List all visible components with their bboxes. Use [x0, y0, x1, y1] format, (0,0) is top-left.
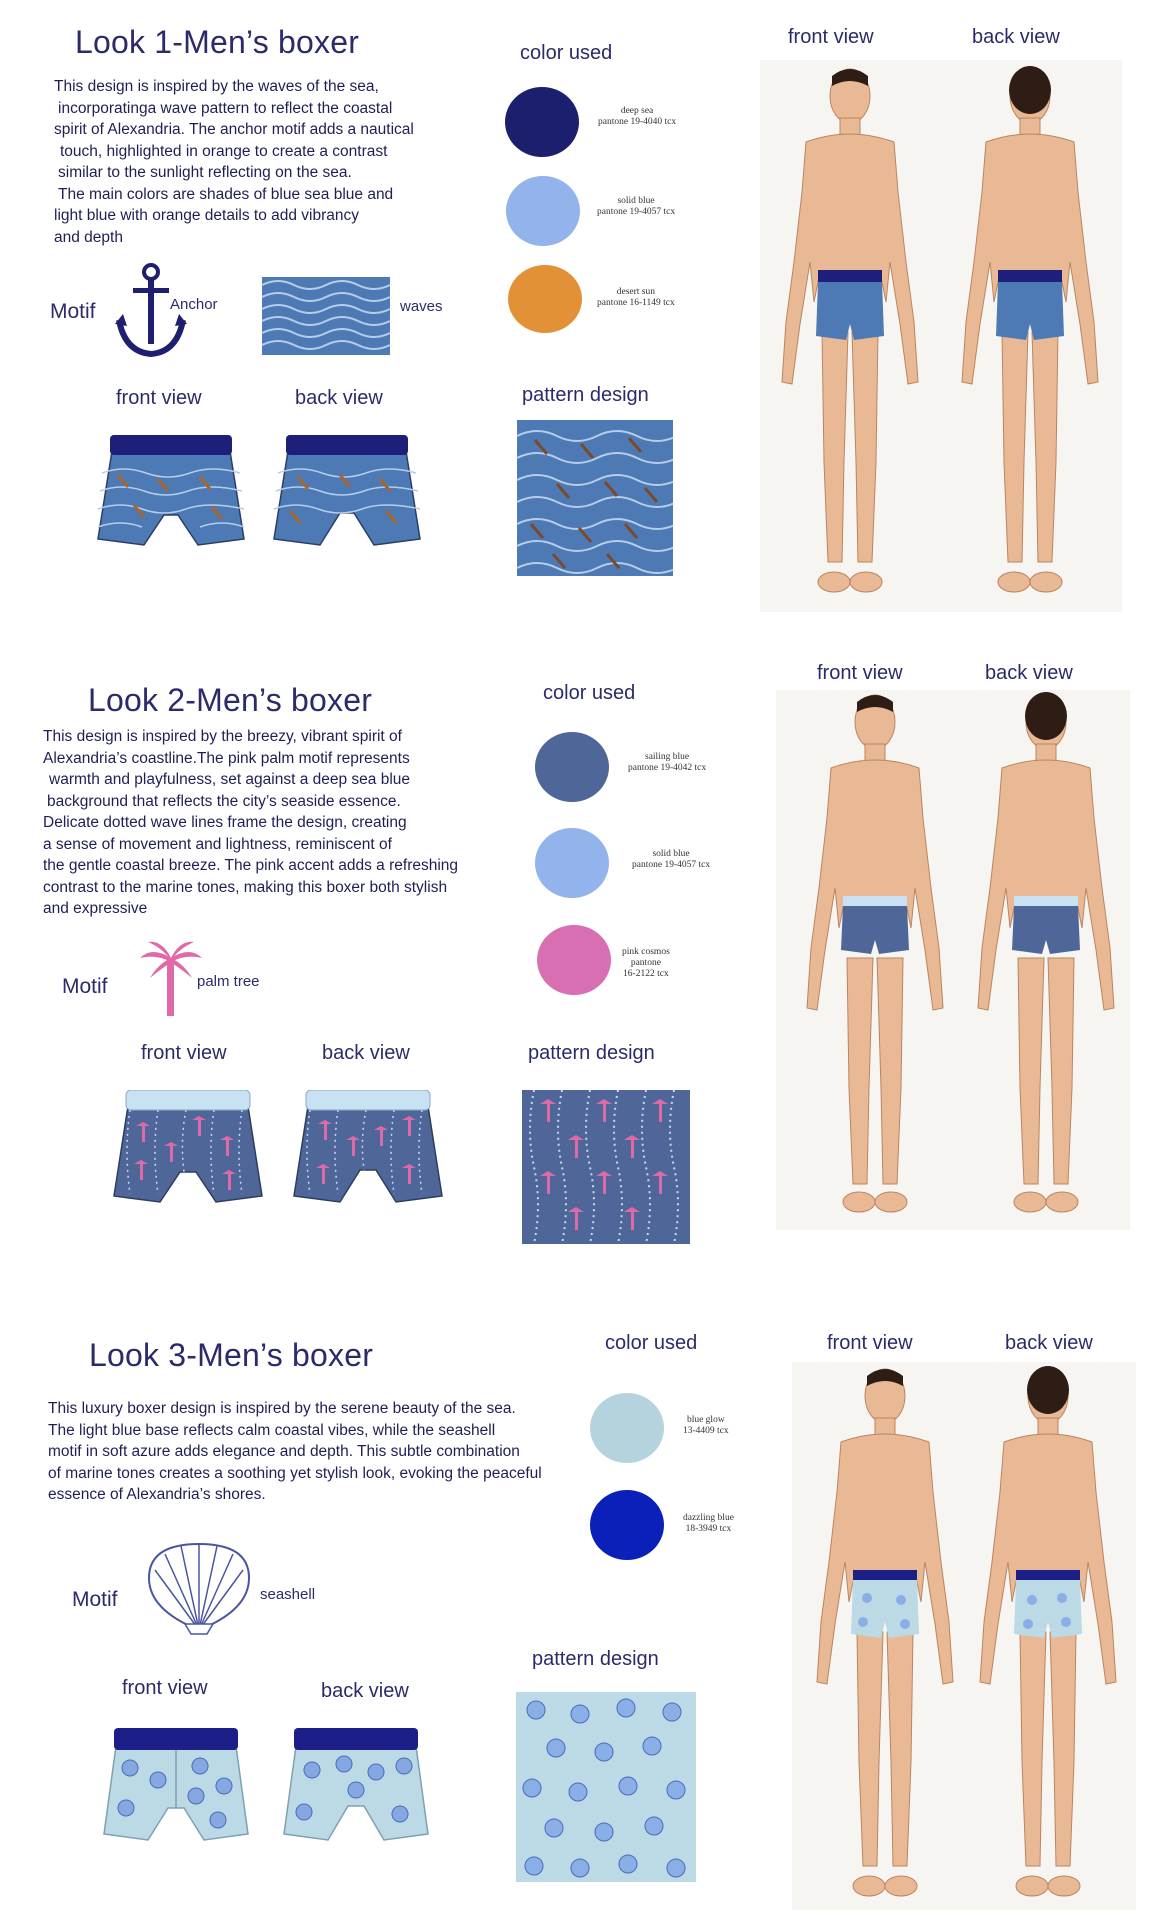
look3-boxer-front	[100, 1728, 252, 1846]
desc-line: light blue with orange details to add vi…	[54, 207, 360, 224]
look1-front-view-label: front view	[116, 387, 202, 409]
look3-title: Look 3-Men’s boxer	[89, 1337, 374, 1373]
desc-line: incorporatinga wave pattern to reflect t…	[58, 99, 393, 117]
look1-boxer-back	[270, 435, 424, 550]
desc-line: of marine tones creates a soothing yet s…	[48, 1464, 542, 1482]
look1-color-used-label: color used	[520, 42, 613, 64]
look1-motif-name: Anchor	[170, 296, 218, 313]
color-swatch	[590, 1490, 664, 1560]
desc-line: background that reflects the city’s seas…	[47, 792, 401, 810]
desc-line: This design is inspired by the waves of …	[54, 78, 379, 95]
look1-model-front	[770, 62, 930, 610]
color-swatch	[508, 265, 582, 333]
look2-model-back	[966, 688, 1126, 1228]
waves-swatch	[262, 277, 390, 355]
color-swatch	[506, 176, 580, 246]
desc-line: and depth	[54, 228, 123, 246]
look3-description: This luxury boxer design is inspired by …	[48, 1398, 588, 1506]
color-swatch	[535, 828, 609, 898]
desc-line: the gentle coastal breeze. The pink acce…	[43, 857, 459, 874]
look2-pattern-swatch	[522, 1090, 690, 1244]
look1-pattern-swatch	[517, 420, 673, 576]
desc-line: spirit of Alexandria. The anchor motif a…	[54, 121, 414, 138]
look1-pattern-design-label: pattern design	[522, 384, 649, 406]
desc-line: This luxury boxer design is inspired by …	[48, 1400, 516, 1417]
look1-model-back	[950, 62, 1110, 610]
look3-motif-label: Motif	[72, 1588, 118, 1611]
look3-boxer-back	[280, 1728, 432, 1846]
desc-line: and expressive	[43, 900, 148, 917]
desc-line: Delicate dotted wave lines frame the des…	[43, 814, 407, 831]
look3-figure-back-label: back view	[1005, 1332, 1093, 1354]
look3-back-view-label: back view	[321, 1680, 409, 1702]
anchor-icon	[115, 262, 187, 360]
look1-figure-front-label: front view	[788, 26, 874, 48]
desc-line: motif in soft azure adds elegance and de…	[48, 1443, 520, 1460]
look2-figure-front-label: front view	[817, 662, 903, 684]
look2-motif-name: palm tree	[197, 973, 260, 990]
color-swatch	[590, 1393, 664, 1463]
color-swatch	[505, 87, 579, 157]
look2-description: This design is inspired by the breezy, v…	[43, 726, 503, 920]
look3-model-front	[805, 1362, 965, 1910]
look1-figure-back-label: back view	[972, 26, 1060, 48]
look3-model-back	[968, 1362, 1128, 1910]
desc-line: a sense of movement and lightness, remin…	[43, 835, 392, 853]
look2-figure-back-label: back view	[985, 662, 1073, 684]
look1-pattern-element-label: waves	[400, 298, 443, 315]
color-swatch	[537, 925, 611, 995]
look2-pattern-design-label: pattern design	[528, 1042, 655, 1064]
look2-back-view-label: back view	[322, 1042, 410, 1064]
look1-title: Look 1-Men’s boxer	[75, 24, 360, 60]
desc-line: This design is inspired by the breezy, v…	[43, 728, 402, 745]
look2-model-front	[795, 688, 955, 1228]
desc-line: essence of Alexandria’s shores.	[48, 1486, 266, 1503]
look1-boxer-front	[94, 435, 248, 550]
look3-pattern-design-label: pattern design	[532, 1648, 659, 1670]
palm-tree-icon	[138, 940, 204, 1016]
desc-line: The main colors are shades of blue sea b…	[58, 185, 394, 203]
color-swatch-label: pink cosmos pantone 16-2122 tcx	[622, 947, 670, 979]
look2-boxer-back	[290, 1090, 446, 1208]
look3-color-used-label: color used	[605, 1332, 698, 1354]
look1-back-view-label: back view	[295, 387, 383, 409]
look3-figure-front-label: front view	[827, 1332, 913, 1354]
look3-front-view-label: front view	[122, 1677, 208, 1699]
look3-pattern-swatch	[516, 1692, 696, 1882]
seashell-icon	[145, 1540, 253, 1636]
look3-motif-name: seashell	[260, 1586, 316, 1603]
desc-line: warmth and playfulness, set against a de…	[49, 771, 411, 788]
desc-line: Alexandria’s coastline.The pink palm mot…	[43, 749, 410, 767]
desc-line: contrast to the marine tones, making thi…	[43, 878, 448, 896]
look2-front-view-label: front view	[141, 1042, 227, 1064]
look2-motif-label: Motif	[62, 975, 108, 998]
look2-title: Look 2-Men’s boxer	[88, 682, 373, 718]
look1-motif-label: Motif	[50, 300, 96, 323]
color-swatch	[535, 732, 609, 802]
desc-line: The light blue base reflects calm coasta…	[48, 1421, 496, 1439]
look2-boxer-front	[110, 1090, 266, 1208]
desc-line: similar to the sunlight reflecting on th…	[58, 164, 352, 181]
look2-color-used-label: color used	[543, 682, 636, 704]
desc-line: touch, highlighted in orange to create a…	[60, 142, 388, 160]
look1-description: This design is inspired by the waves of …	[54, 76, 454, 248]
